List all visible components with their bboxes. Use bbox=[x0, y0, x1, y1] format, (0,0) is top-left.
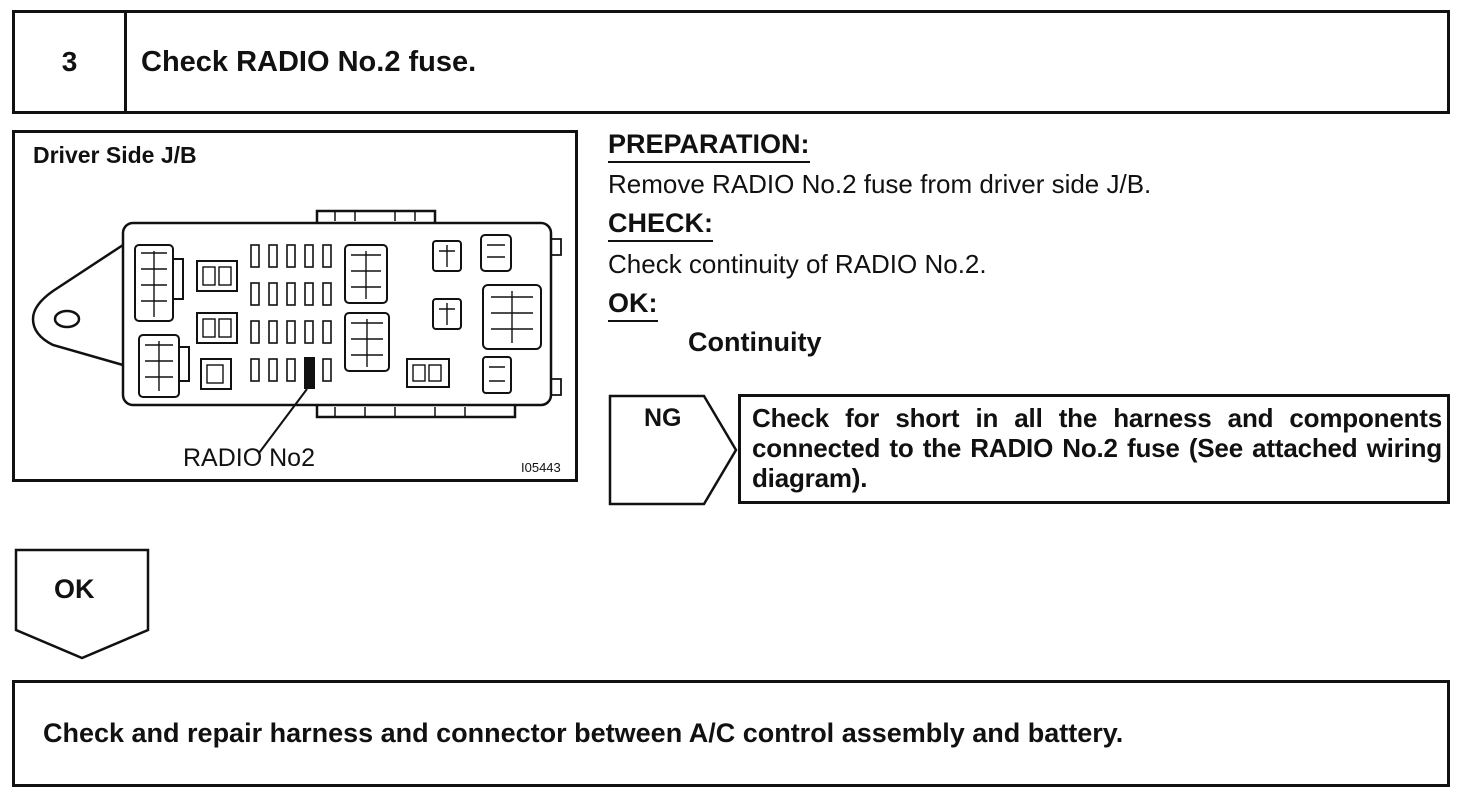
fuse-callout-label: RADIO No2 bbox=[183, 444, 315, 472]
step-number: 3 bbox=[15, 13, 127, 111]
small-relay-mid bbox=[432, 298, 462, 330]
check-text: Check continuity of RADIO No.2. bbox=[608, 249, 987, 279]
jb-body bbox=[121, 221, 553, 407]
ng-action-text: Check for short in all the harness and c… bbox=[752, 403, 1442, 493]
check-heading: CHECK: bbox=[608, 207, 713, 242]
radio-no2-fuse bbox=[304, 357, 315, 389]
relay-b bbox=[196, 312, 238, 344]
relay-d bbox=[406, 358, 450, 388]
ng-label: NG bbox=[644, 404, 682, 432]
bottom-tab bbox=[315, 405, 517, 419]
mounting-hole bbox=[53, 309, 81, 329]
ok-heading: OK: bbox=[608, 287, 658, 322]
junction-block-illustration: Driver Side J/B bbox=[12, 130, 578, 482]
step-title: Check RADIO No.2 fuse. bbox=[141, 45, 477, 78]
top-tab bbox=[315, 209, 437, 223]
illustration-title: Driver Side J/B bbox=[33, 142, 197, 168]
connector-right-bottom bbox=[482, 356, 512, 394]
figure-code: I05443 bbox=[521, 460, 561, 475]
ok-arrow-shape bbox=[14, 548, 150, 660]
preparation-heading: PREPARATION: bbox=[608, 128, 810, 163]
ng-action-box bbox=[738, 394, 1450, 504]
ng-arrow-shape bbox=[608, 394, 738, 506]
connector-right-top bbox=[480, 234, 512, 272]
callout-leader-line bbox=[258, 388, 308, 454]
relay-a bbox=[196, 260, 238, 292]
next-action-text: Check and repair harness and connector b… bbox=[43, 718, 1124, 748]
mounting-ear bbox=[31, 243, 124, 367]
connector-center-mid bbox=[344, 312, 390, 372]
fuse-grid bbox=[250, 244, 332, 382]
ok-label: OK bbox=[54, 574, 95, 604]
small-relay-top bbox=[432, 240, 462, 272]
connector-center-top bbox=[344, 244, 388, 304]
next-action-box: Check and repair harness and connector b… bbox=[12, 680, 1450, 787]
relay-c bbox=[200, 358, 232, 390]
junction-block-diagram bbox=[31, 209, 562, 454]
step-header: 3 Check RADIO No.2 fuse. bbox=[12, 10, 1450, 114]
preparation-text: Remove RADIO No.2 fuse from driver side … bbox=[608, 169, 1152, 199]
ok-result: Continuity bbox=[688, 327, 822, 357]
connector-right-mid bbox=[482, 284, 542, 350]
